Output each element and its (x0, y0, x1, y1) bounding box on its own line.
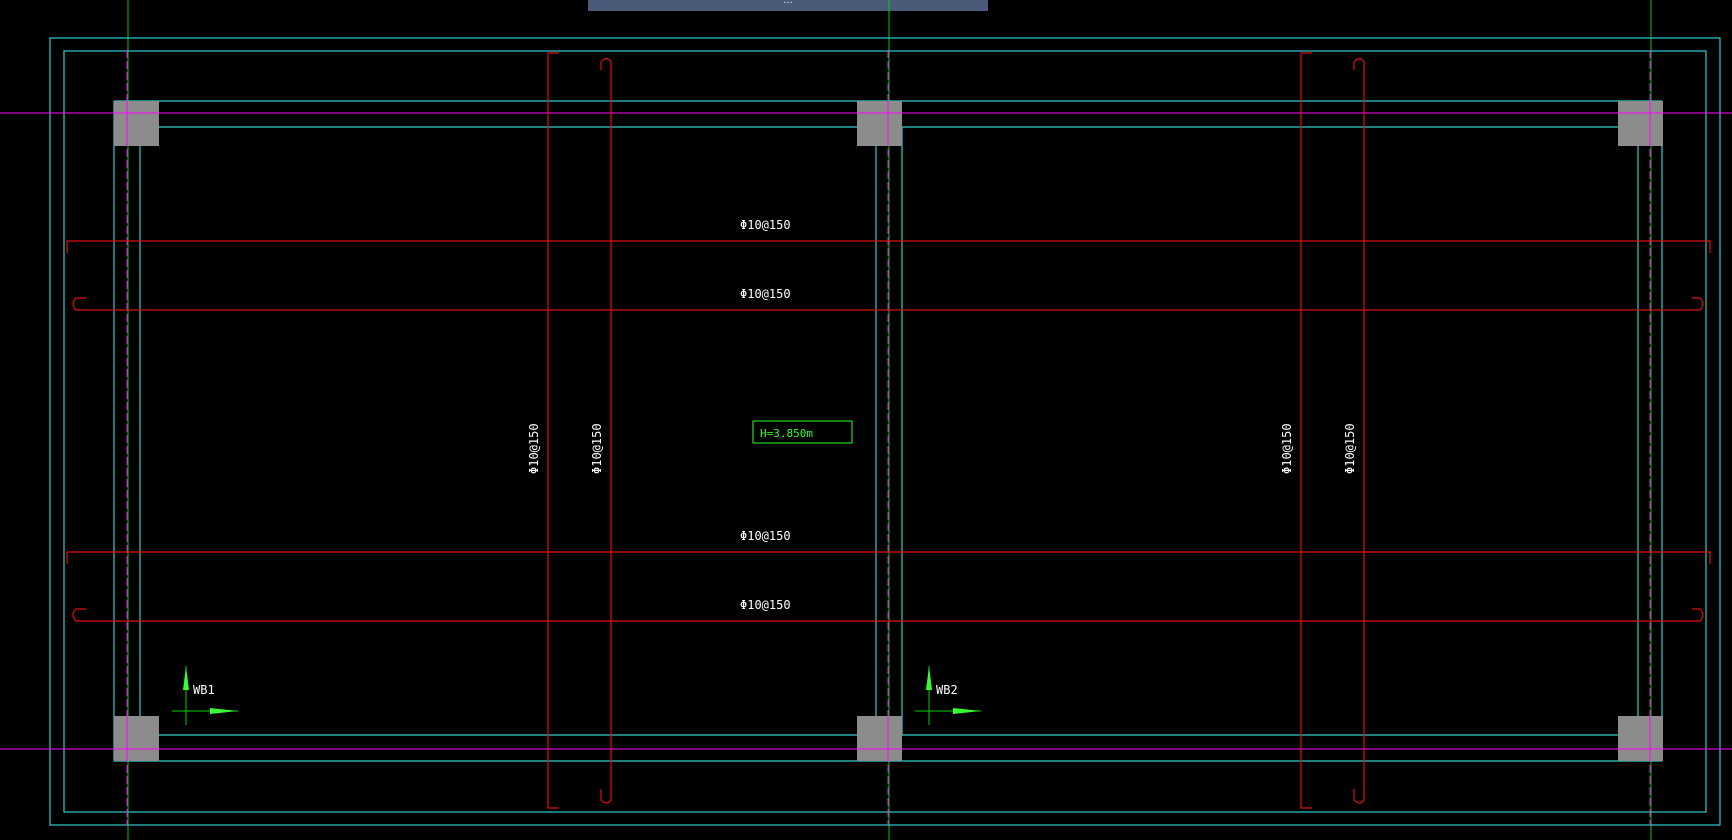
column-tm[interactable] (857, 101, 902, 146)
column-bl[interactable] (114, 716, 159, 761)
rebar-label-v-right-1: Φ10@150 (1280, 423, 1294, 474)
rebars-vertical (547, 52, 1365, 809)
slab-label-wb1: WB1 (193, 683, 215, 697)
rebar-h-top-2[interactable] (72, 297, 1704, 311)
column-tr[interactable] (1618, 101, 1663, 146)
arrow-up-icon (926, 666, 932, 690)
outer-rect-1 (49, 37, 1721, 826)
rebar-label-h-bot-1: Φ10@150 (740, 529, 791, 543)
rebar-label-h-top-1: Φ10@150 (740, 218, 791, 232)
rebar-v-left-2[interactable] (600, 57, 612, 804)
arrow-right-icon (210, 708, 238, 714)
viewport-title: ... (783, 0, 793, 6)
column-br[interactable] (1618, 716, 1663, 761)
viewport-title-bar: ... (588, 0, 988, 11)
rebar-label-v-right-2: Φ10@150 (1343, 423, 1357, 474)
columns (114, 101, 1663, 761)
slab-marker-wb1[interactable]: WB1 (172, 666, 238, 725)
column-axis-cross (114, 101, 1663, 761)
outer-boundary (49, 37, 1721, 826)
rebars-horizontal (66, 240, 1711, 622)
rebar-v-right-1[interactable] (1300, 52, 1312, 809)
slab-label-wb2: WB2 (936, 683, 958, 697)
column-bm[interactable] (857, 716, 902, 761)
elevation-box (752, 420, 853, 444)
slab-marker-wb2[interactable]: WB2 (915, 666, 981, 725)
rebar-label-v-left-2: Φ10@150 (590, 423, 604, 474)
column-tl[interactable] (114, 101, 159, 146)
rebar-label-v-left-1: Φ10@150 (527, 423, 541, 474)
elevation-label: H=3.850m (760, 427, 813, 440)
rebar-v-left-1[interactable] (547, 52, 559, 809)
rebar-v-right-2[interactable] (1353, 57, 1365, 804)
rebar-h-bot-1[interactable] (66, 551, 1711, 564)
axis-lines-magenta (0, 50, 1732, 825)
rebar-h-bot-2[interactable] (72, 608, 1704, 622)
rebar-label-h-top-2: Φ10@150 (740, 287, 791, 301)
outer-rect-2 (63, 50, 1707, 813)
arrow-right-icon (953, 708, 981, 714)
rebar-label-h-bot-2: Φ10@150 (740, 598, 791, 612)
elevation-tag[interactable]: H=3.850m (752, 420, 853, 444)
arrow-up-icon (183, 666, 189, 690)
rebar-h-top-1[interactable] (66, 240, 1711, 253)
